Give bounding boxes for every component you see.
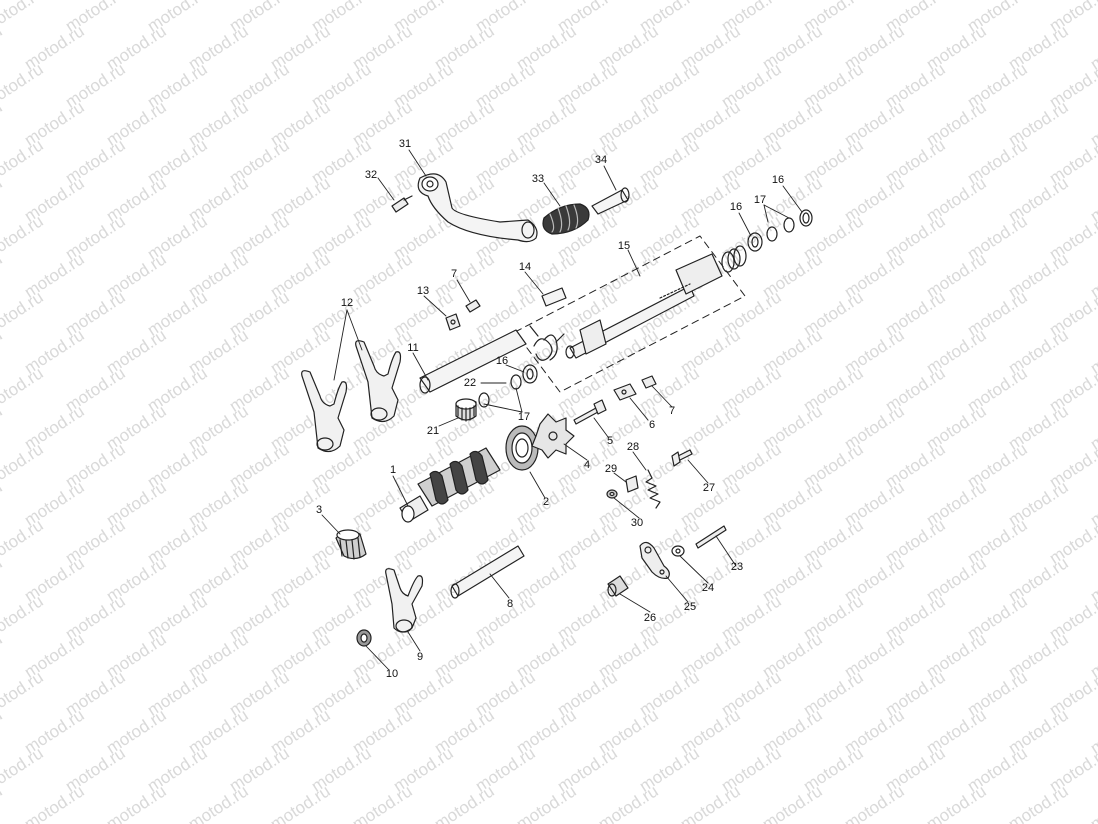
part-27-bolt bbox=[671, 449, 693, 467]
callout-9: 9 bbox=[416, 651, 424, 663]
callout-17-left: 17 bbox=[517, 411, 531, 423]
part-4-index-star bbox=[531, 413, 575, 459]
callout-17-top: 17 bbox=[753, 194, 767, 206]
part-6-plate bbox=[613, 383, 637, 401]
part-torsion-spring bbox=[529, 325, 565, 361]
part-17-ring-left bbox=[510, 374, 522, 390]
part-9-shift-fork bbox=[385, 568, 424, 633]
callout-21: 21 bbox=[426, 425, 440, 437]
part-7-bolt-top bbox=[465, 299, 481, 313]
part-22-ring bbox=[478, 392, 490, 408]
callout-15: 15 bbox=[617, 240, 631, 252]
part-12-shift-fork-left bbox=[301, 370, 348, 453]
part-23-bolt bbox=[695, 525, 727, 549]
part-28-spring bbox=[645, 469, 661, 509]
callout-16-mid: 16 bbox=[729, 201, 743, 213]
callout-12: 12 bbox=[340, 297, 354, 309]
callout-24: 24 bbox=[701, 582, 715, 594]
callout-14: 14 bbox=[518, 261, 532, 273]
part-14-pin bbox=[541, 287, 567, 307]
part-shaft-spring bbox=[721, 245, 747, 273]
part-2-bearing bbox=[505, 425, 539, 471]
part-1-shift-drum bbox=[399, 447, 501, 523]
part-16-washer-left bbox=[522, 364, 538, 384]
part-34-peg bbox=[591, 187, 630, 215]
part-7-bolt-right bbox=[641, 375, 657, 389]
callout-34: 34 bbox=[594, 154, 608, 166]
callout-7-top: 7 bbox=[450, 268, 458, 280]
callout-29: 29 bbox=[604, 463, 618, 475]
part-13-plate bbox=[445, 313, 461, 331]
part-31-gear-lever bbox=[417, 173, 538, 243]
callout-6: 6 bbox=[648, 419, 656, 431]
callout-2: 2 bbox=[542, 496, 550, 508]
callout-16-top: 16 bbox=[771, 174, 785, 186]
assembly-outline bbox=[514, 235, 746, 393]
callout-8: 8 bbox=[506, 598, 514, 610]
part-11-fork-rod bbox=[419, 329, 527, 394]
callout-11: 11 bbox=[407, 342, 419, 354]
callout-10: 10 bbox=[385, 668, 399, 680]
part-3-needle-bearing bbox=[335, 529, 367, 560]
part-32-bolt bbox=[391, 195, 413, 213]
part-30-washer bbox=[606, 489, 618, 499]
callout-27: 27 bbox=[702, 482, 716, 494]
part-25-stopper-arm bbox=[639, 541, 670, 579]
callout-28: 28 bbox=[626, 441, 640, 453]
callout-25: 25 bbox=[683, 601, 697, 613]
callout-1: 1 bbox=[389, 464, 397, 476]
callout-22: 22 bbox=[463, 377, 477, 389]
callout-26: 26 bbox=[643, 612, 657, 624]
part-24-washer bbox=[671, 545, 685, 557]
part-16-washer-mid bbox=[747, 232, 763, 252]
callout-32: 32 bbox=[364, 169, 378, 181]
callout-7-right: 7 bbox=[668, 405, 676, 417]
part-21-needle-bearing bbox=[455, 398, 477, 422]
part-33-rubber bbox=[542, 203, 590, 235]
callout-30: 30 bbox=[630, 517, 644, 529]
callout-13: 13 bbox=[416, 285, 430, 297]
callout-31: 31 bbox=[398, 138, 412, 150]
part-29-collar bbox=[625, 475, 639, 493]
callout-3: 3 bbox=[315, 504, 323, 516]
callout-33: 33 bbox=[531, 173, 545, 185]
part-5-bolt bbox=[573, 399, 607, 425]
callout-23: 23 bbox=[730, 561, 744, 573]
callout-4: 4 bbox=[583, 459, 591, 471]
part-8-fork-rod bbox=[450, 545, 525, 599]
part-10-nut bbox=[356, 629, 372, 647]
leader-lines bbox=[321, 149, 803, 671]
part-17-circlips-top bbox=[766, 217, 795, 242]
part-16-washer-top bbox=[799, 209, 813, 227]
part-26-cap bbox=[607, 575, 629, 597]
part-12-shift-fork-right bbox=[355, 340, 402, 423]
callout-16-left: 16 bbox=[495, 355, 509, 367]
part-15-selector-shaft bbox=[565, 253, 723, 359]
callout-5: 5 bbox=[606, 435, 614, 447]
